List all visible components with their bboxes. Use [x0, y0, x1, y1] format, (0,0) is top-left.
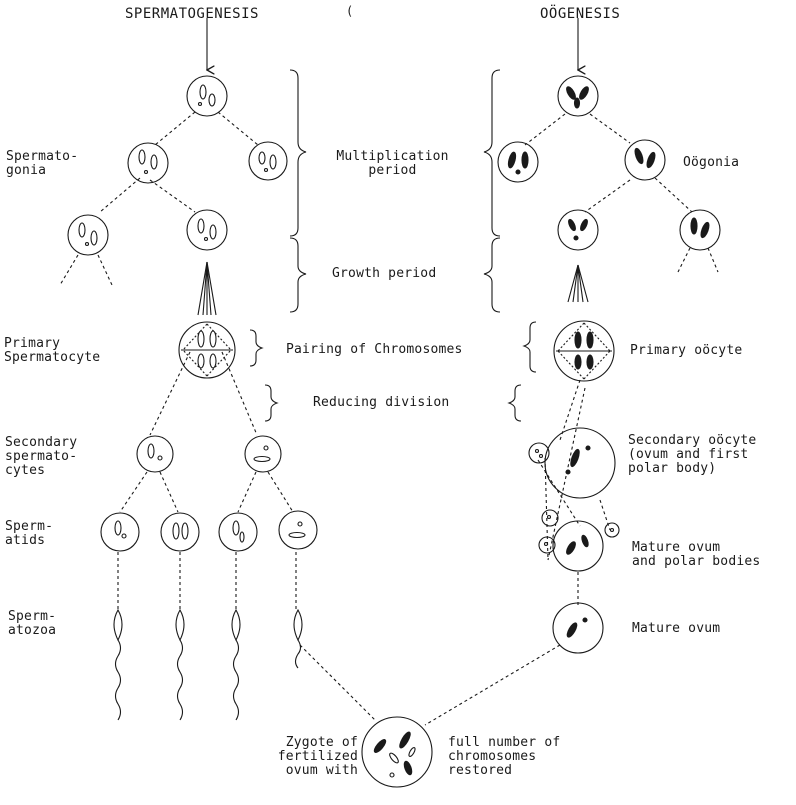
label-secondary-spermatocytes: Secondary spermato- cytes [5, 435, 78, 478]
spermatogonium-cell [186, 75, 228, 117]
label-primary-oocyte: Primary oöcyte [630, 343, 743, 358]
growth-brace-left [289, 237, 307, 313]
multiplication-brace-left [289, 69, 307, 237]
sperm-to-zygote-line [299, 644, 376, 721]
oo-lineage-lines [524, 113, 719, 605]
ovum-to-zygote-line [424, 644, 561, 726]
label-mature-ovum-polar-bodies: Mature ovum and polar bodies [632, 540, 761, 569]
primary-spermatocyte-cell [178, 321, 236, 379]
spermatid-cell [100, 512, 140, 552]
pairing-brace-right [522, 321, 537, 373]
multiplication-brace-right [483, 69, 501, 237]
label-pairing-of-chromosomes: Pairing of Chromosomes [286, 342, 463, 357]
spermatid-cell [278, 510, 318, 550]
secondary-spermatocyte-cell [136, 435, 174, 473]
label-primary-spermatocyte: Primary Spermatocyte [4, 336, 101, 365]
spermatid-cell [160, 512, 200, 552]
secondary-spermatocyte-cell [244, 435, 282, 473]
oogenesis-title: OÖGENESIS [540, 6, 621, 22]
stray-mark: ( [346, 4, 354, 18]
label-spermatozoa: Sperm- atozoa [8, 609, 57, 638]
label-reducing-division: Reducing division [313, 395, 450, 410]
spermatozoon [113, 608, 123, 721]
oogonium-cell [679, 209, 721, 251]
oogonium-cell [557, 75, 599, 117]
spermatogonium-cell [127, 142, 169, 184]
spermatozoon [231, 608, 241, 721]
reducing-brace-right [507, 384, 522, 422]
sperm-growth-fan [197, 261, 217, 316]
label-oogonia: Oögonia [683, 155, 740, 170]
oogonium-cell [497, 141, 539, 183]
oogonium-cell [624, 139, 666, 181]
pairing-brace-left [249, 329, 264, 367]
label-spermatids: Sperm- atids [5, 519, 54, 548]
primary-oocyte-cell [553, 320, 615, 382]
spermatid-cell [218, 512, 258, 552]
label-spermatogonia: Spermato- gonia [6, 149, 79, 178]
label-multiplication-period: Multiplication period [336, 149, 449, 178]
secondary-oocyte-cell [544, 427, 616, 499]
oogonium-cell [557, 209, 599, 251]
first-polar-body [528, 442, 550, 464]
sperm-lineage-lines [59, 111, 297, 610]
spermatogonium-cell [186, 209, 228, 251]
reducing-brace-left [264, 384, 279, 422]
polar-body [604, 522, 620, 538]
mature-ovum-cell [552, 602, 604, 654]
label-full-number-restored: full number of chromosomes restored [448, 735, 561, 778]
polar-body [541, 509, 559, 527]
polar-body [538, 536, 556, 554]
label-growth-period: Growth period [332, 266, 437, 281]
spermatogonium-cell [67, 214, 109, 256]
mature-ovum-with-polar-bodies-cell [552, 520, 604, 572]
spermatozoon [175, 608, 185, 721]
label-secondary-oocyte: Secondary oöcyte (ovum and first polar b… [628, 433, 757, 476]
oo-growth-fan [567, 264, 589, 303]
spermatozoon [293, 608, 303, 669]
spermatogonium-cell [248, 141, 288, 181]
spermatogenesis-title: SPERMATOGENESIS [125, 6, 259, 22]
zygote-cell [361, 716, 433, 788]
label-mature-ovum: Mature ovum [632, 621, 721, 636]
growth-brace-right [483, 237, 501, 313]
label-zygote: Zygote of fertilized ovum with [277, 735, 358, 778]
